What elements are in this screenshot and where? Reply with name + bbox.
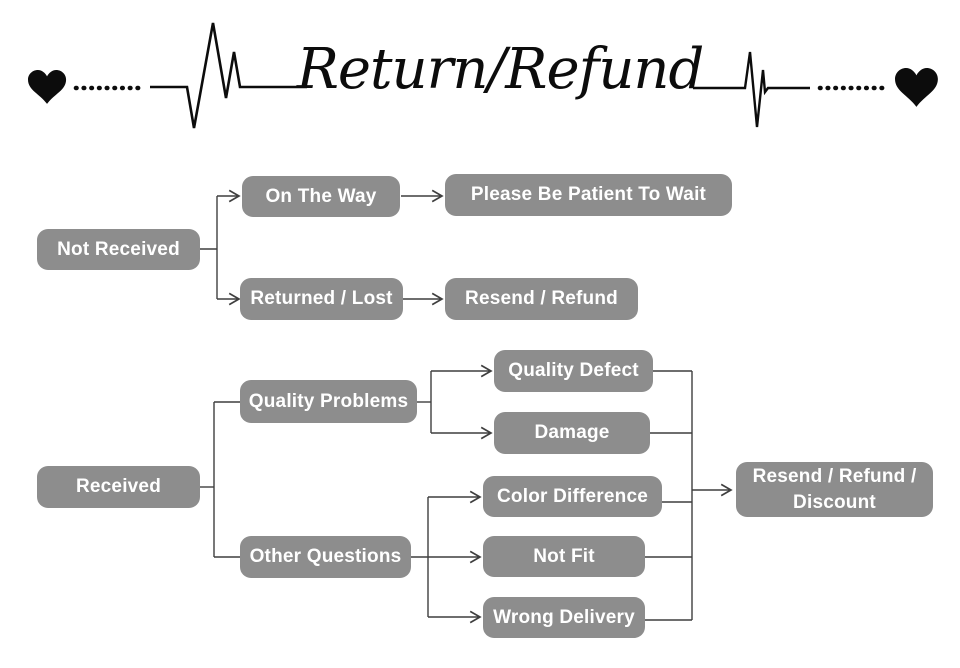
node-received: Received xyxy=(37,466,200,508)
node-resend-refund-discount: Resend / Refund / Discount xyxy=(736,462,933,517)
node-on-the-way: On The Way xyxy=(242,176,400,217)
connectors xyxy=(200,189,733,624)
node-please-be-patient-to-wait: Please Be Patient To Wait xyxy=(445,174,732,216)
node-other-questions: Other Questions xyxy=(240,536,411,578)
heartbeat-line-right-icon xyxy=(693,51,810,128)
page-title: Return/Refund xyxy=(296,37,705,102)
node-quality-defect: Quality Defect xyxy=(494,350,653,392)
heart-icon xyxy=(895,68,938,107)
node-resend-refund: Resend / Refund xyxy=(445,278,638,320)
node-returned-lost: Returned / Lost xyxy=(240,278,403,320)
heart-icon xyxy=(28,70,67,104)
heartbeat-line-left-icon xyxy=(150,22,307,129)
node-quality-problems: Quality Problems xyxy=(240,380,417,423)
node-not-fit: Not Fit xyxy=(483,536,645,577)
node-color-difference: Color Difference xyxy=(483,476,662,517)
node-damage: Damage xyxy=(494,412,650,454)
node-not-received: Not Received xyxy=(37,229,200,270)
node-wrong-delivery: Wrong Delivery xyxy=(483,597,645,638)
